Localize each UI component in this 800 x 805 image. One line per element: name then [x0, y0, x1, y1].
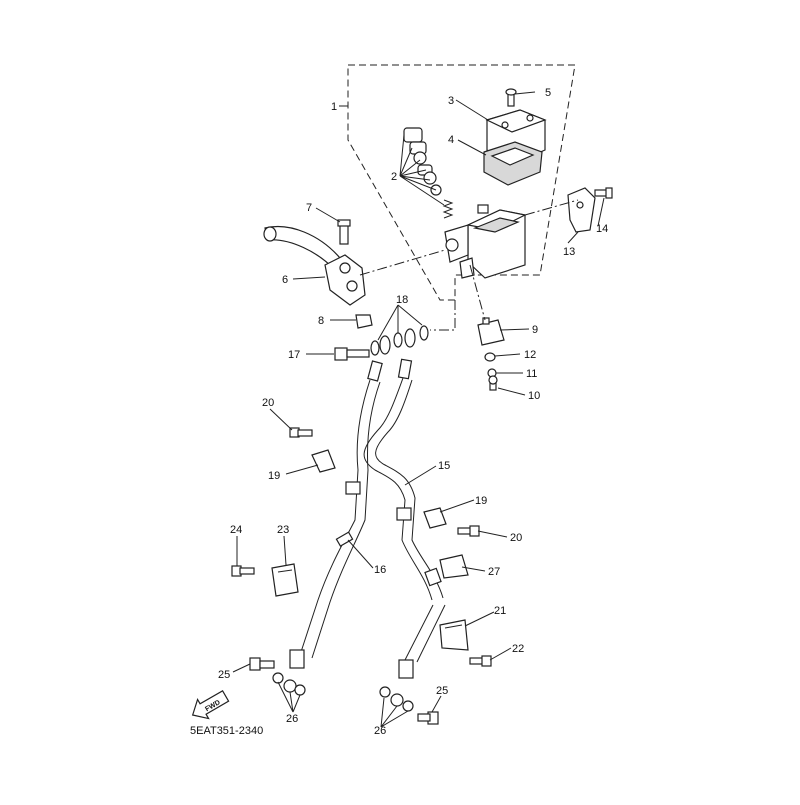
- assembly-line-bracket: [524, 199, 579, 216]
- callout-13: 13: [563, 246, 575, 258]
- callout-8: 8: [318, 315, 324, 327]
- callout-21: 21: [494, 605, 506, 617]
- guide-bolt-left: [231, 565, 255, 577]
- callout-24: 24: [230, 524, 242, 536]
- callout-2: 2: [391, 171, 397, 183]
- callout-7: 7: [306, 202, 312, 214]
- union-bolt: [334, 347, 370, 361]
- hose-clamp-lower: [423, 507, 447, 529]
- callout-26b: 26: [374, 725, 386, 737]
- callout-19a: 19: [268, 470, 280, 482]
- diaphragm: [483, 141, 543, 186]
- callout-12: 12: [524, 349, 536, 361]
- callout-25a: 25: [218, 669, 230, 681]
- hose-guide-center: [439, 554, 469, 579]
- callout-22: 22: [512, 643, 524, 655]
- hose-guide-left: [271, 563, 299, 597]
- callout-17: 17: [288, 349, 300, 361]
- brake-hose-right: [363, 377, 444, 601]
- switch-washer: [484, 352, 496, 362]
- brake-switch: [477, 317, 505, 346]
- banjo-fittings: [367, 328, 416, 382]
- hose-guide-right: [439, 619, 469, 651]
- cap-screw: [505, 88, 517, 107]
- master-cylinder-body: [444, 204, 527, 279]
- callout-9: 9: [532, 324, 538, 336]
- holder-bracket: [567, 187, 596, 233]
- clamp-bolt-lower: [457, 525, 480, 537]
- callout-20b: 20: [510, 532, 522, 544]
- holder-bolt: [594, 187, 613, 199]
- callout-23: 23: [277, 524, 289, 536]
- piston-kit: [403, 127, 454, 219]
- callout-6: 6: [282, 274, 288, 286]
- callout-27: 27: [488, 566, 500, 578]
- callout-3: 3: [448, 95, 454, 107]
- assembly-line-lever: [359, 249, 446, 276]
- fwd-arrow-icon: FWD: [191, 689, 230, 720]
- callout-26a: 26: [286, 713, 298, 725]
- callout-10: 10: [528, 390, 540, 402]
- caliper-washers-right: [379, 686, 414, 712]
- guide-bolt-right: [469, 655, 492, 667]
- caliper-washers-left: [272, 672, 306, 696]
- leader-lines: [232, 91, 605, 728]
- copper-washers: [370, 325, 429, 356]
- assembly-line-hose: [430, 300, 456, 331]
- brake-hose-lower-right: [398, 604, 446, 679]
- union-bolt-caliper-right: [417, 711, 439, 725]
- callout-1: 1: [331, 101, 337, 113]
- callout-25b: 25: [436, 685, 448, 697]
- callout-18: 18: [396, 294, 408, 306]
- callout-14: 14: [596, 223, 608, 235]
- callout-15: 15: [438, 460, 450, 472]
- hose-clamp-upper: [311, 449, 336, 473]
- diagram-code: 5EAT351-2340: [190, 725, 263, 737]
- switch-screw: [488, 375, 498, 391]
- callout-5: 5: [545, 87, 551, 99]
- union-bolt-caliper-left: [249, 657, 275, 671]
- lever-nut: [355, 314, 373, 329]
- callout-19b: 19: [475, 495, 487, 507]
- callout-4: 4: [448, 134, 454, 146]
- lever-bolt: [337, 219, 351, 245]
- callout-20a: 20: [262, 397, 274, 409]
- callout-16: 16: [374, 564, 386, 576]
- callout-11: 11: [526, 368, 537, 380]
- brake-lever: [263, 226, 366, 306]
- assembly-boundary: [347, 64, 576, 301]
- assembly-line-switch: [469, 264, 486, 321]
- callout-labels: 1 2 3 4 5 6 7 8 9 10 11 12 13 14 15 16 1…: [218, 87, 608, 737]
- clamp-bolt-upper: [289, 427, 313, 438]
- brake-hose-left: [289, 379, 381, 669]
